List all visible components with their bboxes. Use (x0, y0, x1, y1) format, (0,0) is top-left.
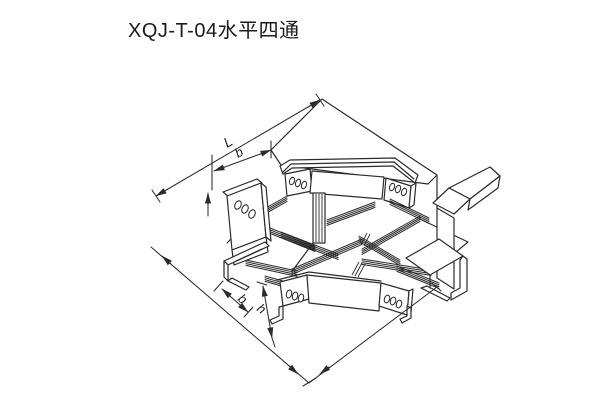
rung (245, 259, 298, 277)
left-hook (269, 305, 284, 325)
rung (326, 201, 376, 226)
right-hook (399, 305, 412, 324)
label-width-bottom: b (235, 291, 250, 307)
center-post (312, 192, 326, 244)
far-corner-rail (279, 157, 419, 209)
page-title: XQJ-T-04水平四通 (128, 19, 300, 42)
label-width-top: b (232, 144, 246, 161)
dimension-height: h (254, 281, 276, 348)
left-side-rail (222, 178, 272, 291)
rung (291, 238, 363, 275)
rung-hatch (360, 232, 371, 247)
ladder-rungs (245, 195, 440, 291)
extent-lines (150, 246, 442, 387)
front-corner-rail (269, 271, 414, 325)
dimension-length: L (151, 93, 325, 203)
rung-hatch (351, 261, 366, 278)
rung (396, 265, 440, 289)
right-arm (405, 166, 501, 302)
rung (264, 225, 316, 252)
